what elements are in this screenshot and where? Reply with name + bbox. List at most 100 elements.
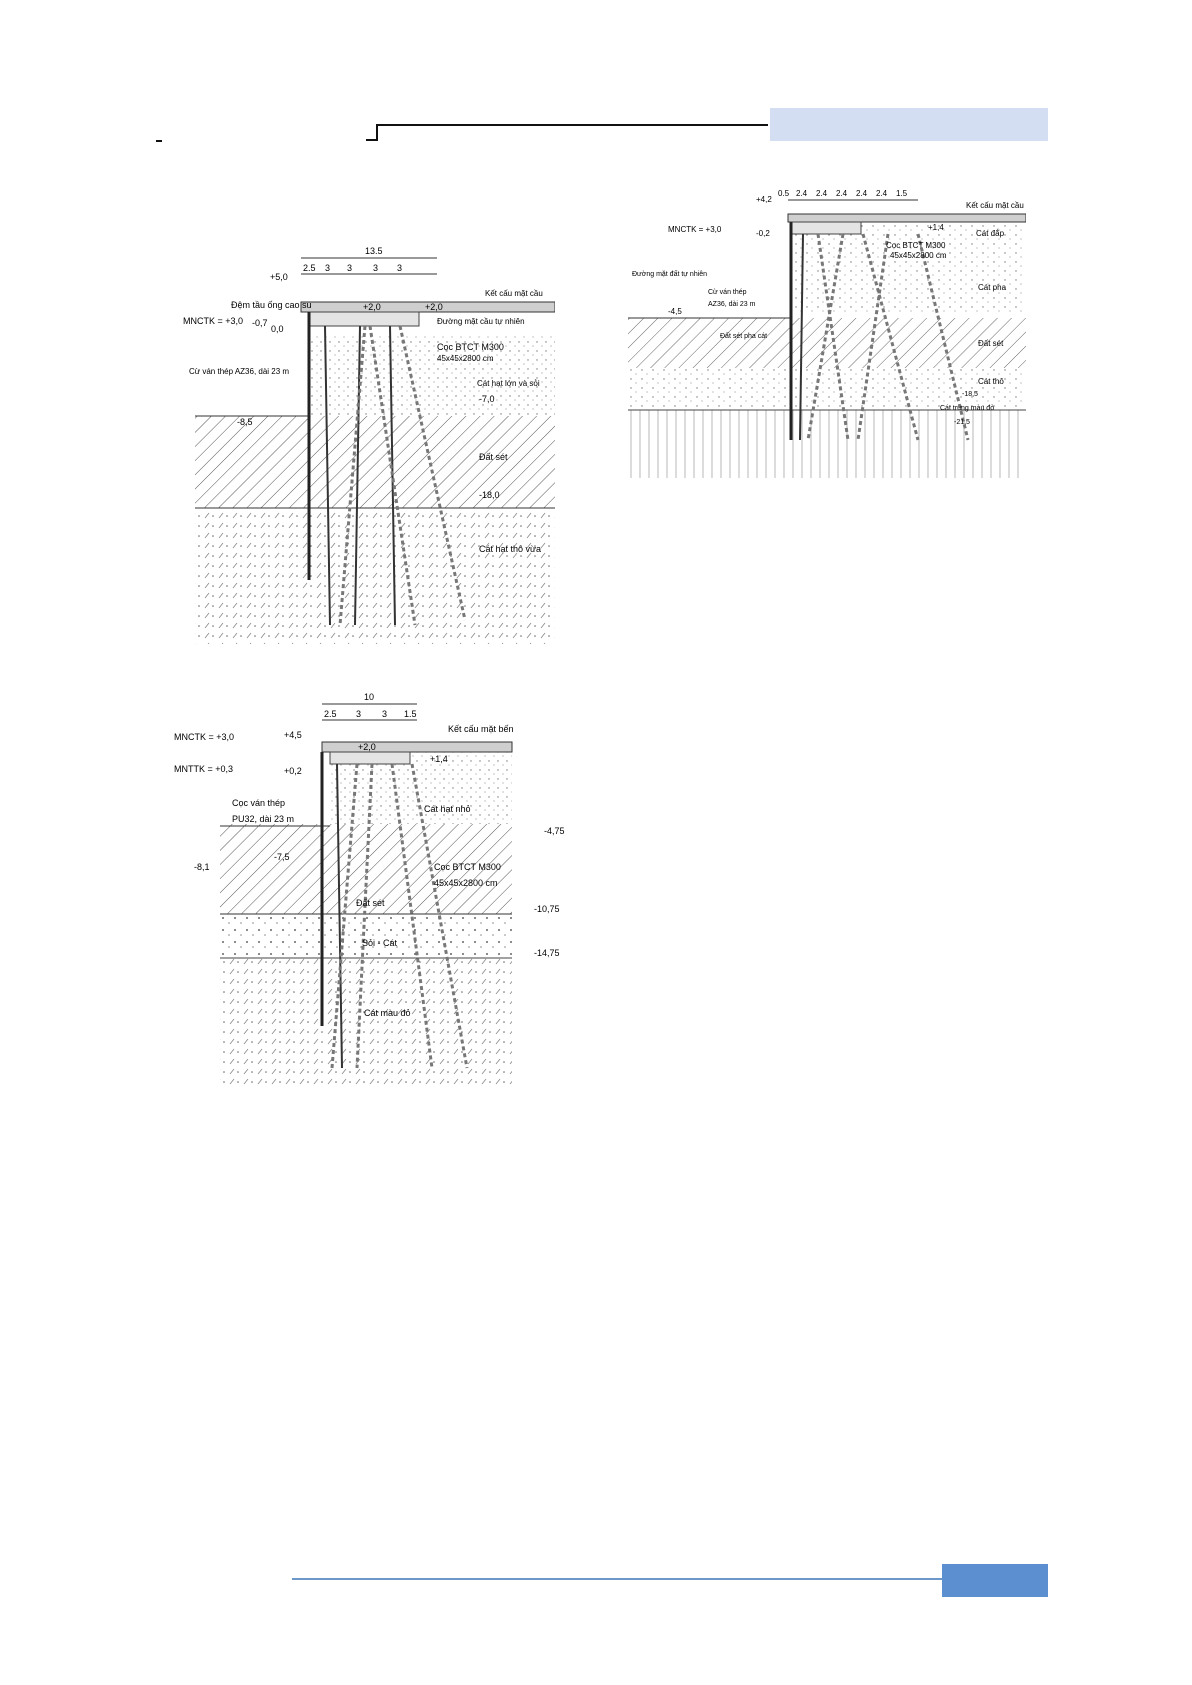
callout-label: Kết cấu mặt bến: [448, 724, 514, 734]
elev-label: +4,5: [284, 730, 302, 740]
elev-label: -0,7: [252, 318, 268, 328]
dim-spacing: 2.4: [856, 189, 868, 198]
sand-layer: [195, 508, 555, 644]
callout-label: Đường mặt đất tự nhiên: [632, 269, 707, 278]
gravel-layer: [220, 914, 512, 958]
layer-label: Đất sét: [978, 339, 1004, 348]
sand-layer: [220, 958, 512, 1086]
callout-label: Cừ ván thép: [708, 289, 747, 296]
raked-pile: [916, 233, 970, 441]
raked-pile: [330, 763, 359, 1069]
callout-label: Cọc BTCT M300: [437, 342, 504, 352]
header-tick: [366, 139, 378, 141]
callout-label: Kết cấu mặt cầu: [485, 289, 543, 298]
dim-spacing: 2.4: [816, 189, 828, 198]
dim-overall: 10: [364, 692, 374, 702]
deck-slab: [300, 301, 555, 313]
dim-spacing: 2.4: [796, 189, 808, 198]
layer-label: Cát hạt lớn và sỏi: [477, 379, 540, 388]
elev-label: -0,2: [756, 229, 770, 238]
layer-label: Cát hạt nhỏ: [424, 804, 471, 814]
dim-spacing: 3: [382, 709, 387, 719]
callout-label: 45x45x2800 cm: [890, 251, 947, 260]
dim-spacing: 3: [373, 263, 378, 273]
header-band: [770, 108, 1048, 141]
elev-label: -8,5: [237, 417, 253, 427]
water-level-label: MNCTK = +3,0: [183, 316, 243, 326]
pile-cap: [790, 221, 862, 235]
dim-spacing: 2.4: [836, 189, 848, 198]
callout-label: PU32, dài 23 m: [232, 814, 294, 824]
raked-pile: [355, 763, 374, 1069]
dim-spacing: 3: [356, 709, 361, 719]
wharf-section-diagram-c: 10 2.5 3 3 1.5 MNCTK = +3,0 MNTTK = +0,3…: [174, 692, 565, 1086]
wharf-section-diagram-b: 0.5 2.4 2.4 2.4 2.4 2.4 1.5 +4,2 Kết cấu…: [628, 189, 1026, 478]
dim-spacing: 3: [347, 263, 352, 273]
layer-label: Cát đắp: [976, 229, 1005, 238]
pile: [799, 233, 804, 441]
dim-spacing: 2.5: [324, 709, 337, 719]
layer-label: Cát pha: [978, 283, 1007, 292]
elev-label: +0,2: [284, 766, 302, 776]
elev-label: +1,4: [430, 754, 448, 764]
elev-label: +5,0: [270, 272, 288, 282]
header-mark: [156, 140, 162, 142]
callout-label: 45x45x2800 cm: [434, 878, 498, 888]
callout-label: Đường mặt cầu tự nhiên: [437, 317, 525, 326]
water-level-label: MNCTK = +3,0: [174, 732, 234, 742]
fill-layer: [791, 222, 1026, 312]
elev-label: -7,5: [274, 852, 290, 862]
dim-spacing: 3: [397, 263, 402, 273]
elev-label: +2,0: [358, 742, 376, 752]
layer-label: Sỏi - Cát: [362, 938, 398, 948]
elev-label: +1,4: [928, 223, 944, 232]
raked-pile: [338, 325, 367, 626]
wharf-section-diagram-a: 13.5 2.5 3 3 3 3 +5,0 Đệm tầu ống cao su…: [183, 246, 555, 644]
dim-overall: 13.5: [365, 246, 383, 256]
layer-label: Đất sét pha cát: [720, 331, 767, 340]
elev-label: -4,5: [668, 307, 682, 316]
callout-label: Đệm tầu ống cao su: [231, 300, 312, 310]
layer-label: Cát màu đỏ: [364, 1008, 411, 1018]
raked-pile: [368, 325, 417, 626]
callout-label: AZ36, dài 23 m: [708, 301, 756, 308]
header-rule-hook: [376, 124, 378, 141]
callout-label: 45x45x2800 cm: [437, 354, 494, 363]
water-level-label: MNTTK = +0,3: [174, 764, 233, 774]
dim-spacing: 3: [325, 263, 330, 273]
elev-label: 0,0: [271, 324, 284, 334]
elev-label: -14,75: [534, 948, 560, 958]
elev-label: -4,75: [544, 826, 565, 836]
dim-spacing: 1.5: [896, 189, 908, 198]
deck-slab: [787, 213, 1026, 223]
raked-pile: [410, 763, 469, 1069]
elev-label: -7,0: [479, 394, 495, 404]
elev-label: -18,5: [962, 391, 978, 398]
footer-page-tab: [942, 1564, 1048, 1597]
pile: [354, 325, 361, 626]
dim-spacing: 2.5: [303, 263, 316, 273]
elev-label: -8,1: [194, 862, 210, 872]
footer-rule: [292, 1578, 944, 1580]
elev-label: -21,5: [954, 419, 970, 426]
layer-label: Đất sét: [356, 898, 385, 908]
elev-label: +2,0: [425, 302, 443, 312]
pile: [389, 325, 396, 626]
deck-slab: [321, 741, 513, 753]
bottom-layer: [628, 410, 1026, 478]
layer-label: Cát trung màu đỏ: [940, 404, 994, 412]
fill-layer: [309, 336, 555, 416]
dim-spacing: 1.5: [404, 709, 417, 719]
clay-layer: [195, 416, 555, 508]
elev-label: +4,2: [756, 195, 772, 204]
callout-label: Cọc BTCT M300: [886, 241, 946, 250]
elev-label: +2,0: [363, 302, 381, 312]
elev-label: -10,75: [534, 904, 560, 914]
sand-layer: [628, 368, 1026, 410]
callout-label: Cừ ván thép AZ36, dài 23 m: [189, 367, 289, 376]
header-rule: [378, 124, 768, 126]
callout-label: Cọc BTCT M300: [434, 862, 501, 872]
dim-spacing: 0.5: [778, 189, 790, 198]
water-level-label: MNCTK = +3,0: [668, 225, 722, 234]
layer-label: Cát thô: [978, 377, 1004, 386]
